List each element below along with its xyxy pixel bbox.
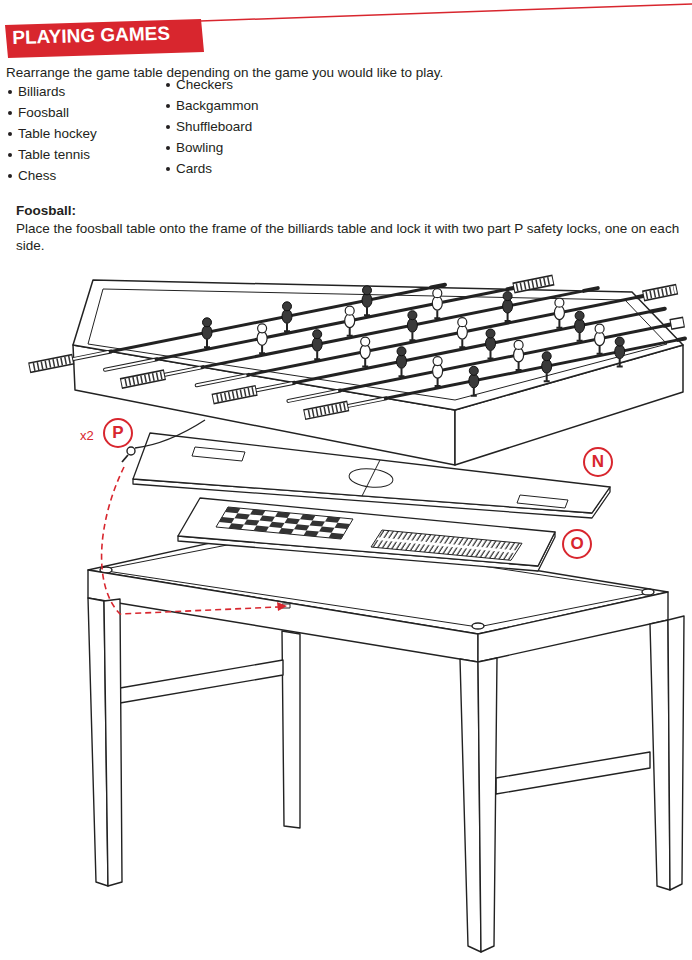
callout-letter: P <box>112 424 123 442</box>
game-item: Table tennis <box>18 146 90 163</box>
game-item: Foosball <box>18 104 69 121</box>
intro-text: Rearrange the game table depending on th… <box>6 64 690 81</box>
game-item: Cards <box>176 160 212 177</box>
bullet-dot <box>166 146 170 150</box>
instruction-text: Place the foosball table onto the frame … <box>16 220 684 254</box>
bullet-dot <box>8 90 12 94</box>
callout-circle: N <box>583 447 613 477</box>
callout-letter: O <box>570 535 583 553</box>
bullet-dot <box>166 104 170 108</box>
game-item: Shuffleboard <box>176 118 252 135</box>
game-item: Backgammon <box>176 97 259 114</box>
bullet-dot <box>166 125 170 129</box>
game-item: Chess <box>18 167 56 184</box>
bullet-dot <box>8 153 12 157</box>
bullet-dot <box>8 132 12 136</box>
game-item: Table hockey <box>18 125 97 142</box>
game-item: Billiards <box>18 83 65 100</box>
callout-letter: N <box>592 453 604 471</box>
game-item: Checkers <box>176 76 233 93</box>
bullet-dot <box>8 174 12 178</box>
quantity-label: x2 <box>80 427 94 444</box>
bullet-dot <box>166 83 170 87</box>
bullet-dot <box>166 167 170 171</box>
section-heading: PLAYING GAMES <box>12 22 170 50</box>
callout-circle: P <box>103 418 133 448</box>
game-item: Bowling <box>176 139 223 156</box>
section-subheading: Foosball: <box>16 202 76 219</box>
bullet-dot <box>8 111 12 115</box>
callout-circle: O <box>562 529 592 559</box>
